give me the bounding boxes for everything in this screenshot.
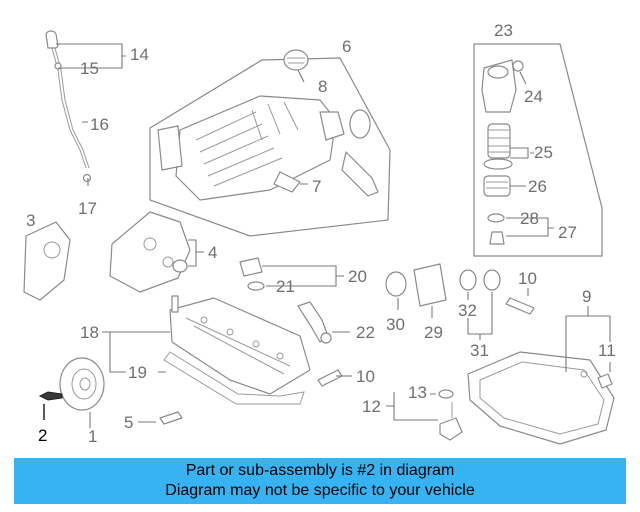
callout-23: 23 [494, 21, 513, 40]
callout-28: 28 [520, 209, 539, 228]
oil-cooler [385, 263, 501, 307]
banner-line-part-info: Part or sub-assembly is #2 in diagram [185, 462, 455, 479]
callout-4: 4 [208, 243, 217, 262]
callout-30: 30 [386, 315, 405, 334]
callout-6: 6 [342, 37, 351, 56]
callout-21: 21 [276, 277, 295, 296]
callout-9: 9 [582, 287, 591, 306]
stud-part [159, 411, 183, 425]
callout-24: 24 [524, 87, 543, 106]
crankshaft-pulley [59, 357, 105, 411]
callout-15: 15 [80, 59, 99, 78]
callout-3: 3 [26, 211, 35, 230]
intake-manifold-group-frame [149, 57, 391, 237]
vent-part [239, 257, 265, 291]
intake-manifold [157, 49, 379, 201]
drain-plug [438, 389, 463, 441]
callout-19: 19 [128, 363, 147, 382]
callout-17: 17 [78, 199, 97, 218]
callout-7: 7 [312, 177, 321, 196]
callout-1: 1 [88, 427, 97, 446]
oil-filter-housing [481, 59, 524, 245]
callout-16: 16 [90, 115, 109, 134]
oil-pan [467, 351, 615, 445]
callout-32: 32 [458, 301, 477, 320]
callout-10-lower: 10 [356, 367, 375, 386]
pulley-bolt [38, 391, 63, 420]
callout-12: 12 [362, 397, 381, 416]
callout-8: 8 [318, 77, 327, 96]
parts-diagram: 14 15 16 17 6 7 8 23 24 25 26 27 28 [23, 21, 616, 446]
info-banner: Part or sub-assembly is #2 in diagram Di… [14, 458, 626, 504]
callout-10-upper: 10 [518, 269, 537, 288]
callout-27: 27 [558, 223, 577, 242]
callout-25: 25 [534, 143, 553, 162]
callout-20: 20 [348, 267, 367, 286]
dipstick [45, 30, 92, 183]
callout-14: 14 [130, 45, 149, 64]
callout-11: 11 [598, 341, 616, 360]
callout-31: 31 [470, 341, 489, 360]
breather-hose [297, 301, 332, 344]
callout-18: 18 [80, 323, 99, 342]
callout-22: 22 [356, 323, 375, 342]
callout-2-highlighted: 2 [38, 426, 47, 445]
banner-line-disclaimer: Diagram may not be specific to your vehi… [165, 482, 475, 499]
oil-filter-group-frame [473, 43, 603, 257]
timing-cover-left [23, 221, 71, 301]
valve-cover [163, 295, 311, 405]
callout-29: 29 [424, 323, 443, 342]
sensor-upper [505, 297, 535, 315]
callout-13: 13 [408, 383, 427, 402]
sensor-lower [317, 369, 343, 387]
callout-26: 26 [528, 177, 547, 196]
timing-cover-right [109, 211, 191, 293]
callout-5: 5 [124, 413, 133, 432]
